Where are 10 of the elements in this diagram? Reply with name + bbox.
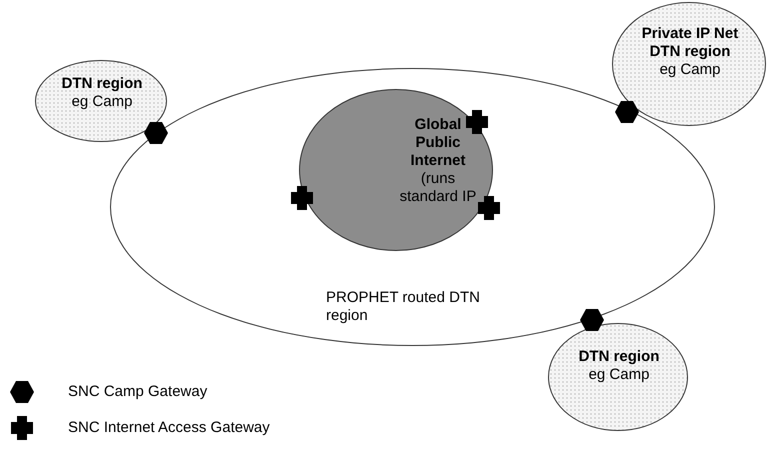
region-title: DTN region (60, 75, 144, 93)
region-label: PROPHET routed DTN region (326, 289, 481, 325)
legend-label: SNC Internet Access Gateway (68, 419, 270, 436)
region-title: Global Public Internet (409, 116, 466, 170)
legend-label: SNC Camp Gateway (68, 383, 208, 400)
region-label: (runs standard IP (398, 170, 478, 206)
region-label: eg Camp (588, 366, 650, 384)
region-label: eg Camp (70, 93, 134, 111)
region-title: DTN region (578, 348, 660, 366)
region-label: eg Camp (658, 61, 722, 79)
